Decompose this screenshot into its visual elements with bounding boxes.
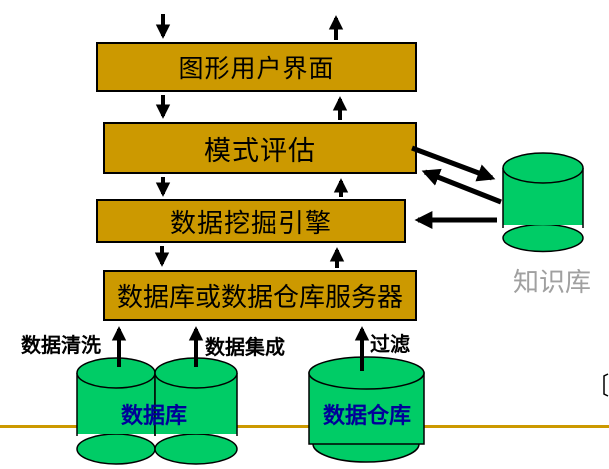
warehouse-cylinder bbox=[308, 356, 425, 463]
label-database: 数据库 bbox=[120, 403, 187, 428]
slide-divider-line bbox=[0, 425, 609, 428]
label-filtering: 过滤 bbox=[370, 334, 410, 356]
box-graphical-user-interface-label: 图形用户界面 bbox=[178, 56, 335, 83]
box-database-warehouse-server: 数据库或数据仓库服务器 bbox=[103, 270, 417, 321]
box-pattern-evaluation: 模式评估 bbox=[103, 122, 417, 174]
box-graphical-user-interface: 图形用户界面 bbox=[96, 42, 417, 92]
arrow-eval-to-knowledge bbox=[411, 145, 496, 182]
knowledge-cylinder bbox=[502, 152, 584, 253]
box-database-warehouse-server-label: 数据库或数据仓库服务器 bbox=[116, 283, 403, 312]
database-cylinder-left bbox=[76, 357, 156, 465]
arrow-knowledge-to-eval bbox=[421, 168, 502, 205]
label-data-cleaning: 数据清洗 bbox=[21, 335, 101, 357]
flow-arrows bbox=[111, 14, 370, 371]
label-data-warehouse: 数据仓库 bbox=[322, 403, 411, 428]
box-pattern-evaluation-label: 模式评估 bbox=[204, 135, 316, 166]
database-cylinder-right bbox=[154, 357, 238, 465]
clipped-edge-glyph bbox=[603, 373, 609, 397]
label-knowledge-base: 知识库 bbox=[512, 268, 591, 297]
label-data-integration: 数据集成 bbox=[205, 337, 285, 359]
box-data-mining-engine-label: 数据挖掘引擎 bbox=[169, 208, 332, 238]
knowledge-link-arrows bbox=[411, 145, 502, 229]
box-data-mining-engine: 数据挖掘引擎 bbox=[96, 199, 406, 243]
